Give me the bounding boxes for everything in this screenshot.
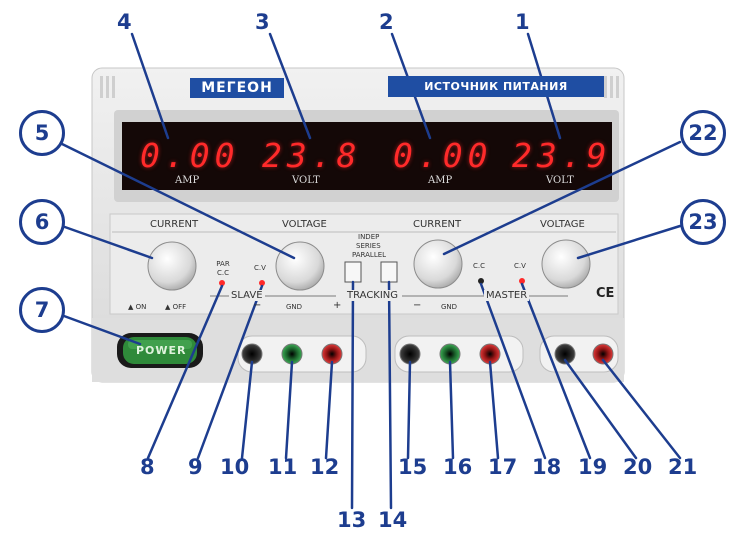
callout-11: 11 <box>268 455 298 479</box>
label-mode-indep: INDEP <box>358 233 380 241</box>
unit-slave-volt: VOLT <box>292 175 320 186</box>
callout-20: 20 <box>623 455 653 479</box>
label-cc-master: C.C <box>473 262 486 270</box>
label-on: ▲ ON <box>128 303 147 311</box>
display-slave-volt: 23.8 <box>262 136 362 175</box>
display-slave-amp: 0.00 <box>140 136 240 175</box>
unit-master-amp: AMP <box>428 175 453 186</box>
power-switch-label: POWER <box>136 344 187 357</box>
knob-current-master[interactable] <box>413 239 463 289</box>
brand-logo: МЕГЕОН <box>190 78 284 98</box>
callout-2: 2 <box>379 10 394 34</box>
label-cv-slave: C.V <box>254 264 266 272</box>
label-ce: CE <box>596 286 615 301</box>
label-current-master: CURRENT <box>413 219 462 230</box>
callout-10: 10 <box>220 455 250 479</box>
callout-14: 14 <box>378 508 408 532</box>
callout-17: 17 <box>488 455 518 479</box>
label-gnd-master: GND <box>441 303 458 311</box>
label-voltage-master: VOLTAGE <box>540 219 585 230</box>
label-mode-parallel: PARALLEL <box>352 251 387 259</box>
led-cv-slave <box>259 280 265 286</box>
callout-23: 23 <box>680 199 726 245</box>
callout-12: 12 <box>310 455 340 479</box>
callout-9: 9 <box>188 455 203 479</box>
label-slave: SLAVE <box>229 290 265 301</box>
callout-8: 8 <box>140 455 155 479</box>
led-par-cc <box>219 280 225 286</box>
display-master-amp: 0.00 <box>393 136 493 175</box>
callout-16: 16 <box>443 455 473 479</box>
callout-3: 3 <box>255 10 270 34</box>
tracking-button-2[interactable] <box>380 261 398 283</box>
top-vents <box>100 76 619 98</box>
callout-7: 7 <box>19 287 65 333</box>
display-master-volt: 23.9 <box>512 136 612 175</box>
label-minus-master: − <box>413 300 422 311</box>
jack-fixed-positive[interactable] <box>592 343 614 365</box>
led-cv-master <box>519 278 525 284</box>
label-voltage-slave: VOLTAGE <box>282 219 327 230</box>
knob-current-slave[interactable] <box>147 241 197 291</box>
device-title: ИСТОЧНИК ПИТАНИЯ <box>388 76 604 97</box>
label-off: ▲ OFF <box>165 303 187 311</box>
callout-18: 18 <box>532 455 562 479</box>
jack-fixed-negative[interactable] <box>554 343 576 365</box>
callout-22: 22 <box>680 110 726 156</box>
label-mode-series: SERIES <box>356 242 381 250</box>
tracking-button-1[interactable] <box>344 261 362 283</box>
unit-slave-amp: AMP <box>175 175 200 186</box>
callout-21: 21 <box>668 455 698 479</box>
knob-voltage-slave[interactable] <box>275 241 325 291</box>
label-tracking: TRACKING <box>345 290 401 301</box>
power-switch[interactable] <box>117 333 203 368</box>
callout-6: 6 <box>19 199 65 245</box>
label-minus-slave: − <box>253 300 262 311</box>
display-window <box>122 122 612 190</box>
callout-13: 13 <box>337 508 367 532</box>
callout-19: 19 <box>578 455 608 479</box>
label-plus-slave: + <box>333 300 342 311</box>
label-cv-master: C.V <box>514 262 526 270</box>
led-cc-master <box>478 278 484 284</box>
callout-1: 1 <box>515 10 530 34</box>
callout-4: 4 <box>117 10 132 34</box>
label-par-cc: PAR C.C <box>216 260 230 277</box>
knob-voltage-master[interactable] <box>541 239 591 289</box>
label-gnd-slave: GND <box>286 303 303 311</box>
callout-15: 15 <box>398 455 428 479</box>
label-current-slave: CURRENT <box>150 219 199 230</box>
unit-master-volt: VOLT <box>546 175 574 186</box>
label-master: MASTER <box>484 290 530 301</box>
callout-5: 5 <box>19 110 65 156</box>
